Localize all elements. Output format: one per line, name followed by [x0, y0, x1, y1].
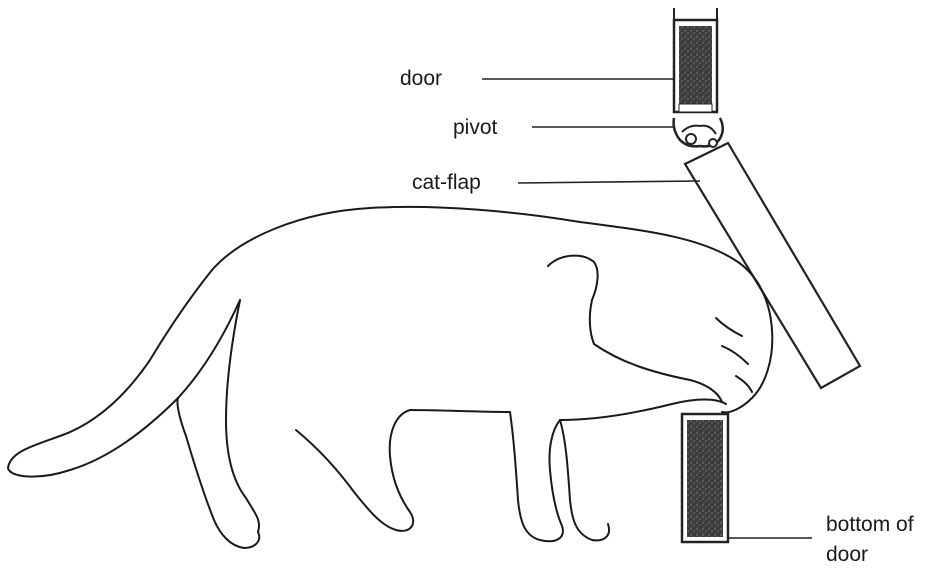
- bottom-of-door-label-line2: door: [826, 542, 868, 568]
- door-label: door: [400, 66, 442, 92]
- leader-lines: [482, 79, 812, 538]
- cat-flap-label: cat-flap: [412, 170, 481, 196]
- pivot-label: pivot: [453, 115, 497, 141]
- upper-door: [674, 8, 717, 112]
- pivot-hinge: [674, 118, 723, 147]
- bottom-of-door-label-line1: bottom of: [826, 512, 914, 538]
- cat-illustration: [8, 207, 772, 548]
- lower-door: [682, 414, 728, 542]
